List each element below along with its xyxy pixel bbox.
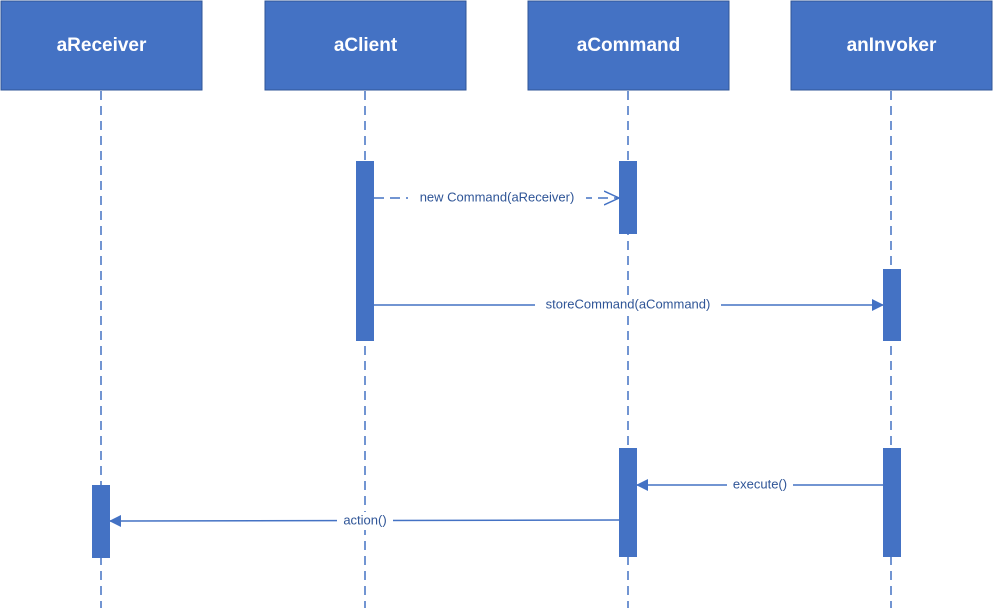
participant-box <box>0 0 203 91</box>
participant-label: aReceiver <box>57 35 147 56</box>
activation-bar-aCommand-2 <box>619 448 637 557</box>
participant-aCommand: aCommand <box>527 0 730 91</box>
activation-bar-aCommand-1 <box>619 161 637 234</box>
message-execute: execute() <box>636 476 883 494</box>
message-action: action() <box>109 512 620 530</box>
message-new-command: new Command(aReceiver) <box>374 189 619 207</box>
participant-anInvoker: anInvoker <box>790 0 993 91</box>
message-label: execute() <box>733 476 787 491</box>
activation-bar-anInvoker-1 <box>883 269 901 341</box>
activation-bar-anInvoker-2 <box>883 448 901 557</box>
message-label: action() <box>343 512 386 527</box>
participant-box <box>790 0 993 91</box>
message-label-bg <box>408 189 586 207</box>
activation-bar-aClient <box>356 161 374 341</box>
activation-bar-aReceiver <box>92 485 110 558</box>
lifelines <box>100 91 892 608</box>
activation-bars <box>92 161 901 558</box>
participant-label: anInvoker <box>847 35 937 56</box>
message-label: new Command(aReceiver) <box>420 189 575 204</box>
participant-aReceiver: aReceiver <box>0 0 203 91</box>
message-store-command: storeCommand(aCommand) <box>374 296 884 314</box>
participant-label: aClient <box>334 35 398 56</box>
message-label: storeCommand(aCommand) <box>546 296 711 311</box>
participant-box <box>527 0 730 91</box>
participant-box <box>264 0 467 91</box>
participant-label: aCommand <box>577 35 680 56</box>
message-label-bg <box>727 476 793 494</box>
participant-aClient: aClient <box>264 0 467 91</box>
message-label-bg <box>535 296 721 314</box>
message-label-bg <box>337 512 393 530</box>
